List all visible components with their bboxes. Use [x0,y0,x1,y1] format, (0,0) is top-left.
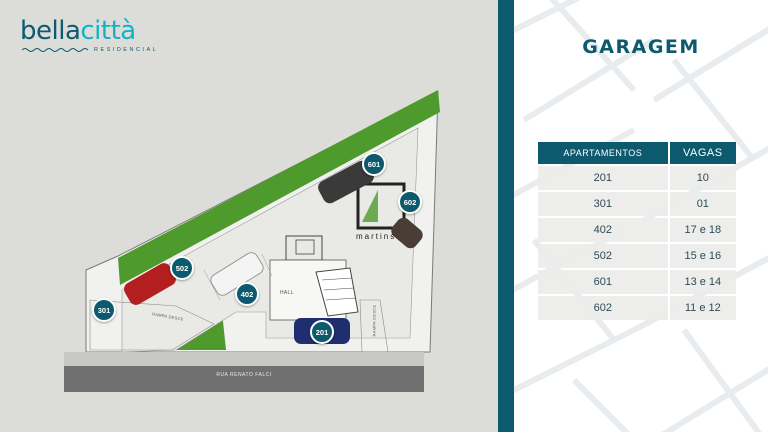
spaces-cell: 11 e 12 [667,296,736,320]
apartment-cell: 502 [538,244,668,268]
apartment-cell: 602 [538,296,668,320]
column-header-apartments: APARTAMENTOS [538,142,668,164]
lawn-strip [118,90,440,285]
spaces-cell: 13 e 14 [667,270,736,294]
unit-badge-402[interactable]: 402 [235,282,259,306]
apartment-cell: 301 [538,192,668,216]
watermark-text: martins [356,232,397,241]
garage-allocation-table: APARTAMENTOS VAGAS 201 10 301 01 402 17 … [538,140,736,322]
logo-wave-icon [22,48,89,52]
unit-badge-502[interactable]: 502 [170,256,194,280]
table-header-row: APARTAMENTOS VAGAS [538,142,736,164]
table-row: 602 11 e 12 [538,296,736,320]
table-row: 301 01 [538,192,736,216]
apartment-cell: 402 [538,218,668,242]
brand-divider-bar [498,0,514,432]
table-row: 201 10 [538,166,736,190]
street: RUA RENATO FALCI [64,366,424,392]
spaces-cell: 17 e 18 [667,218,736,242]
table-row: 502 15 e 16 [538,244,736,268]
stairs [315,267,359,317]
ramp-right-label: RAMPA DESCE [371,304,377,337]
table-row: 402 17 e 18 [538,218,736,242]
logo-word: bellacittà [20,16,136,46]
unit-badge-201[interactable]: 201 [310,320,334,344]
column-header-spaces: VAGAS [667,142,736,164]
table-row: 601 13 e 14 [538,270,736,294]
spaces-cell: 15 e 16 [667,244,736,268]
unit-badge-601[interactable]: 601 [362,152,386,176]
apartment-cell: 201 [538,166,668,190]
legend-panel: GARAGEM APARTAMENTOS VAGAS 201 10 301 01… [514,0,768,432]
page-title: GARAGEM [582,36,700,58]
street-label: RUA RENATO FALCI [216,372,272,378]
unit-badge-602[interactable]: 602 [398,190,422,214]
unit-badge-301[interactable]: 301 [92,298,116,322]
ramp-left [89,299,215,351]
apartment-cell: 601 [538,270,668,294]
garage-floor-plan: bellacittà RESIDENCIAL [20,16,440,392]
logo: bellacittà RESIDENCIAL [20,16,160,56]
logo-subtitle: RESIDENCIAL [94,47,159,53]
hall-label: HALL [280,290,294,296]
spaces-cell: 10 [667,166,736,190]
sidewalk [64,352,424,366]
spaces-cell: 01 [667,192,736,216]
